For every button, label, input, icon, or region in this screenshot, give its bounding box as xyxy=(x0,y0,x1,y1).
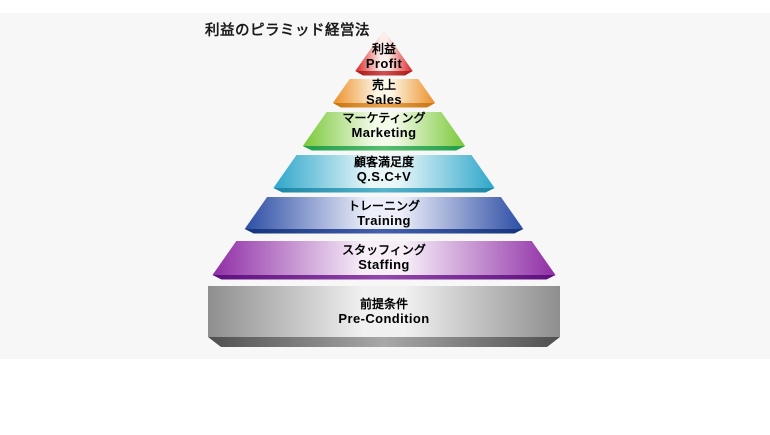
label-profit-jp: 利益 xyxy=(371,42,396,56)
label-marketing-jp: マーケティング xyxy=(342,111,426,125)
label-qscv-en: Q.S.C+V xyxy=(356,168,412,184)
label-profit: 利益 Profit xyxy=(365,42,403,71)
layer-qscv-bevel xyxy=(273,188,495,193)
label-precondition: 前提条件 Pre-Condition xyxy=(338,297,430,326)
layer-staffing-bevel xyxy=(212,275,556,280)
layer-profit-bevel xyxy=(355,71,413,76)
label-staffing-en: Staffing xyxy=(358,256,410,272)
label-staffing-jp: スタッフィング xyxy=(342,243,426,257)
label-profit-en: Profit xyxy=(365,55,403,71)
layer-staffing-face xyxy=(212,241,556,275)
layer-sales-bevel xyxy=(332,103,436,108)
layer-precondition-bevel xyxy=(208,337,560,347)
layer-training-bevel xyxy=(244,229,524,234)
label-training: トレーニング Training xyxy=(347,199,421,228)
label-sales-jp: 売上 xyxy=(371,78,397,92)
label-precondition-en: Pre-Condition xyxy=(338,310,430,326)
layer-marketing-bevel xyxy=(302,146,466,151)
page-title: 利益のピラミッド経営法 xyxy=(205,23,370,39)
label-training-en: Training xyxy=(357,212,411,228)
label-qscv: 顧客満足度 Q.S.C+V xyxy=(353,155,415,184)
label-training-jp: トレーニング xyxy=(347,199,421,213)
label-staffing: スタッフィング Staffing xyxy=(342,243,426,272)
label-precondition-jp: 前提条件 xyxy=(359,297,409,311)
label-marketing-en: Marketing xyxy=(351,124,417,140)
layer-marketing-face xyxy=(302,112,466,146)
label-sales: 売上 Sales xyxy=(366,78,402,107)
layer-precondition-face xyxy=(208,286,560,337)
layer-training-face xyxy=(244,197,524,229)
layer-qscv-face xyxy=(273,155,495,188)
label-qscv-jp: 顧客満足度 xyxy=(353,155,415,169)
label-marketing: マーケティング Marketing xyxy=(342,111,426,140)
label-sales-en: Sales xyxy=(366,91,402,107)
layer-sales-face xyxy=(332,79,436,103)
layer-profit-face xyxy=(355,30,413,71)
